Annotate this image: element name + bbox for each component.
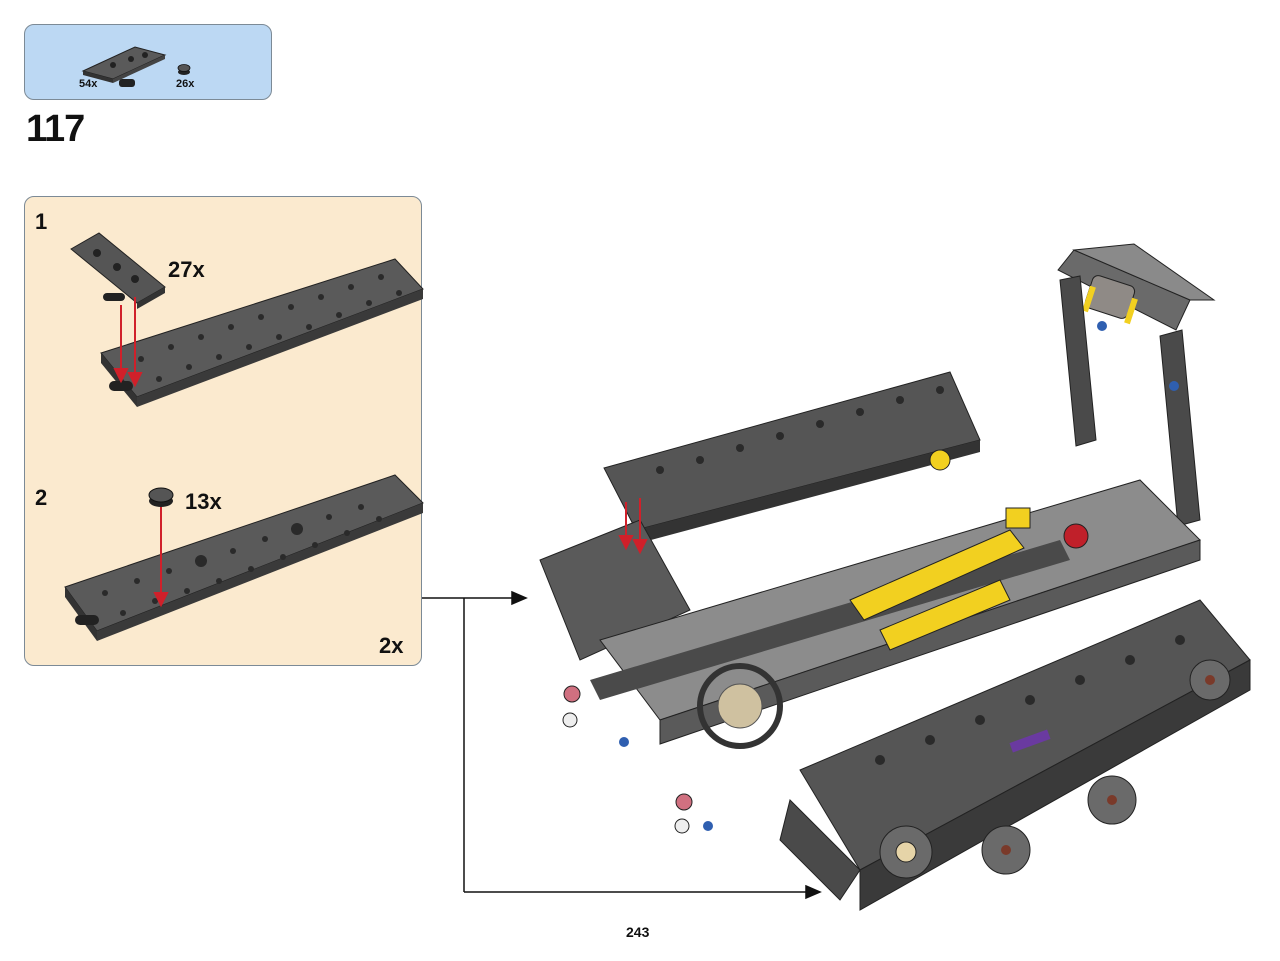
- sub-assembly-panel: 1 27x 2 13x 2x: [24, 196, 424, 666]
- model-insert-arrows: [618, 498, 648, 555]
- handle-frame: [1057, 243, 1216, 527]
- sub-step-2-illustration: [64, 474, 424, 641]
- sub-step-1-quantity: 27x: [168, 257, 205, 282]
- sub-step-2-number: 2: [35, 485, 48, 510]
- part-count-track-link: 54x: [79, 78, 98, 90]
- track-link-icon: [81, 46, 167, 87]
- sub-step-1-illustration: [70, 232, 424, 407]
- round-tile-icon: [148, 487, 174, 507]
- insert-arrow: [153, 507, 169, 608]
- part-count-round-tile: 26x: [176, 78, 195, 90]
- track-link-icon: [70, 232, 166, 309]
- round-tile-icon: [177, 64, 191, 75]
- sub-step-1-number: 1: [35, 209, 48, 234]
- track-strip: [100, 258, 424, 407]
- sub-assembly-multiplier: 2x: [379, 633, 404, 658]
- chassis: [562, 479, 1201, 834]
- sub-step-2-quantity: 13x: [185, 489, 222, 514]
- insert-arrows: [113, 297, 143, 388]
- page-number: 243: [626, 924, 650, 940]
- front-track: [779, 599, 1251, 911]
- step-number: 117: [26, 108, 85, 150]
- parts-list-box: 54x 26x: [24, 24, 272, 100]
